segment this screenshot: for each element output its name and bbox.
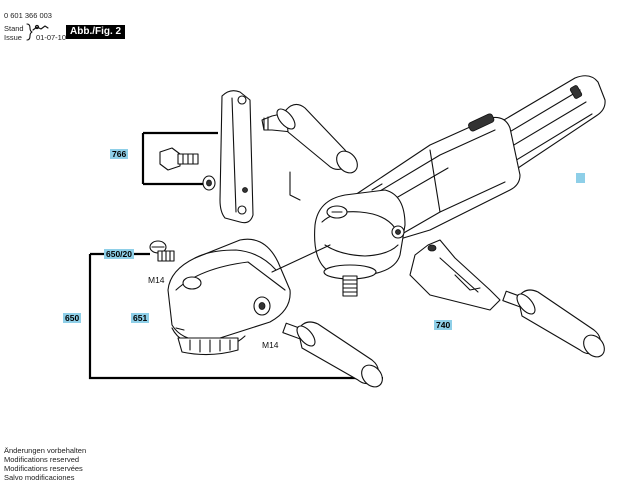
label-650-20: 650/20 (104, 249, 134, 259)
bolt (159, 147, 199, 171)
label-650: 650 (63, 313, 82, 323)
washer (202, 175, 216, 191)
label-766: 766 (110, 149, 129, 159)
screw-650-20 (149, 240, 175, 262)
wheel-guard (167, 238, 291, 356)
figure-badge: Abb./Fig. 2 (66, 25, 126, 39)
issue-label: Issue (4, 33, 22, 42)
brace-icon (26, 23, 33, 41)
bracket-766-lines (141, 131, 218, 186)
label-740: 740 (434, 320, 453, 330)
footer-line-de: Änderungen vorbehalten (4, 446, 87, 455)
issue-date: 01-07-10 (36, 33, 67, 42)
footer-line-en: Modifications reserved (4, 455, 80, 464)
side-handle-bottom (282, 321, 383, 388)
handle-bracket (219, 90, 254, 224)
marker-square (576, 173, 585, 183)
side-handle-top (261, 103, 358, 174)
angle-grinder-body (314, 75, 606, 297)
part-number: 0 601 366 003 (4, 11, 52, 20)
side-handle-right (502, 289, 605, 358)
plate-740 (409, 239, 501, 311)
label-m14-screw: M14 (148, 275, 165, 285)
handshake-icon (32, 24, 49, 31)
label-m14-handle: M14 (262, 340, 279, 350)
stand-label: Stand (4, 24, 24, 33)
label-651: 651 (131, 313, 150, 323)
footer-line-fr: Modifications reservées (4, 464, 83, 473)
footer-line-es: Salvo modificaciones (4, 473, 75, 482)
